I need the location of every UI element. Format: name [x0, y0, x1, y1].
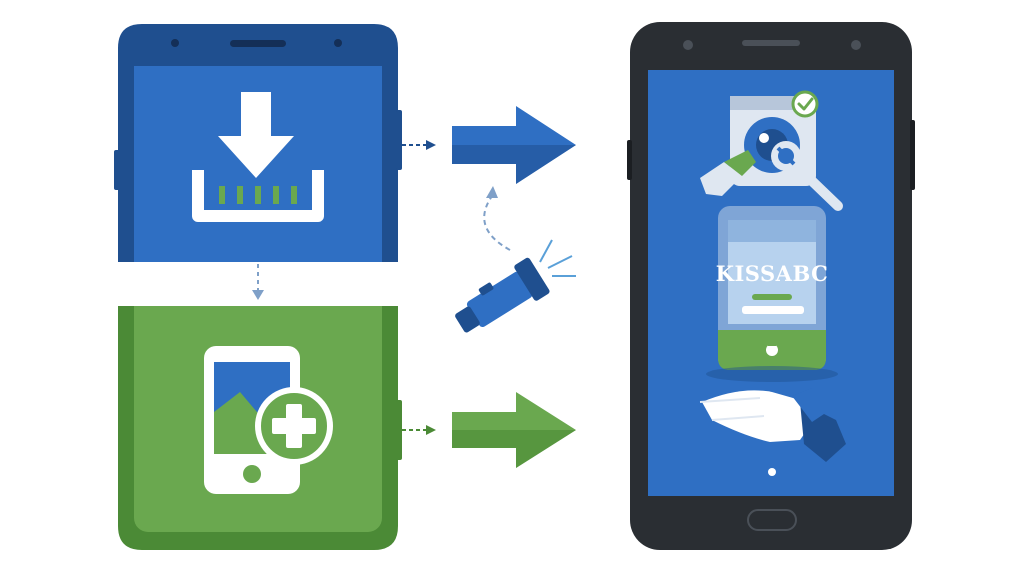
- download-phone: [114, 24, 402, 262]
- wrench-icon: [771, 141, 843, 211]
- check-icon: [797, 97, 814, 111]
- blue-arrow: [452, 106, 576, 184]
- result-phone: KISSABC: [627, 22, 915, 550]
- flashlight-icon: [455, 239, 576, 333]
- small-connector-top: [402, 140, 436, 150]
- inner-phone-label: KISSABC: [716, 261, 829, 286]
- inner-phone: KISSABC: [706, 206, 838, 382]
- download-icon: [192, 92, 324, 222]
- add-photo-icon: [204, 346, 333, 494]
- bottom-hand: [699, 388, 846, 462]
- hand-icon: [700, 150, 756, 196]
- small-connector-bottom: [402, 425, 436, 435]
- curved-connector: [483, 186, 511, 251]
- down-connector: [252, 264, 264, 300]
- green-arrow: [452, 392, 576, 468]
- add-photo-phone: [118, 306, 402, 550]
